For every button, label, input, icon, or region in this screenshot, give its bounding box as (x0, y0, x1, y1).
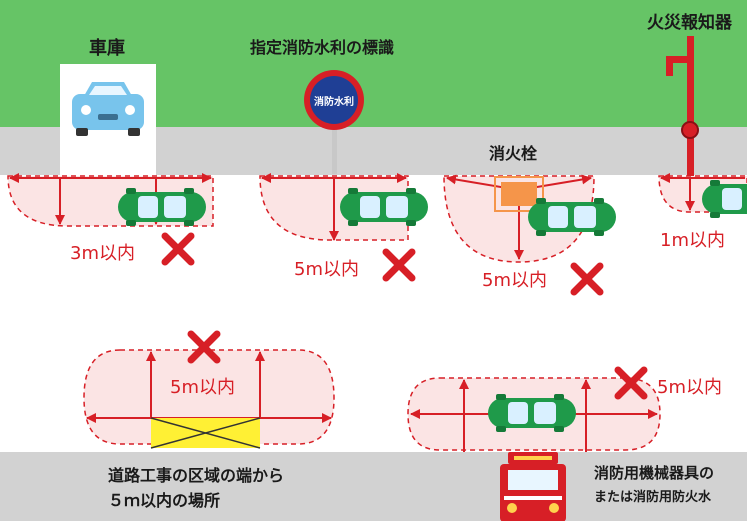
water-sign-label: 指定消防水利の標識 (250, 38, 395, 57)
cross-icon (574, 266, 600, 292)
green-car-icon (118, 188, 206, 226)
firetruck-distance: 5m以内 (657, 377, 722, 398)
water-sign-plate-text: 消防水利 (314, 97, 354, 108)
hydrant-icon (494, 176, 544, 212)
garage-distance: 3m以内 (70, 243, 135, 264)
alarm-distance: 1m以内 (660, 230, 725, 251)
green-car-icon (488, 394, 576, 432)
alarm-label: 火災報知器 (647, 13, 732, 33)
firetruck-caption-line2: または消防用防火水 (594, 490, 712, 505)
green-car-icon (528, 198, 616, 236)
hydrant-distance: 5m以内 (482, 270, 547, 291)
blue-car-icon (72, 82, 144, 136)
water-sign-post (304, 70, 364, 174)
roadwork-caption-line2: ５ｍ以内の場所 (108, 491, 221, 510)
water-sign-distance: 5m以内 (294, 259, 359, 280)
green-car-icon (340, 188, 428, 226)
roadwork-zone (83, 349, 335, 449)
sidewalk-bottom (0, 452, 747, 521)
firetruck-caption-line1: 消防用機械器具の (594, 464, 715, 482)
hydrant-label: 消火栓 (489, 144, 538, 163)
roadwork-caption-line1: 道路工事の区域の端から (108, 466, 285, 485)
fire-alarm-pole-icon (666, 36, 699, 176)
roadwork-distance: 5m以内 (170, 377, 235, 398)
cross-icon (165, 236, 191, 262)
fire-truck-icon (500, 452, 566, 521)
garage-label: 車庫 (89, 38, 125, 59)
cross-icon (386, 252, 412, 278)
